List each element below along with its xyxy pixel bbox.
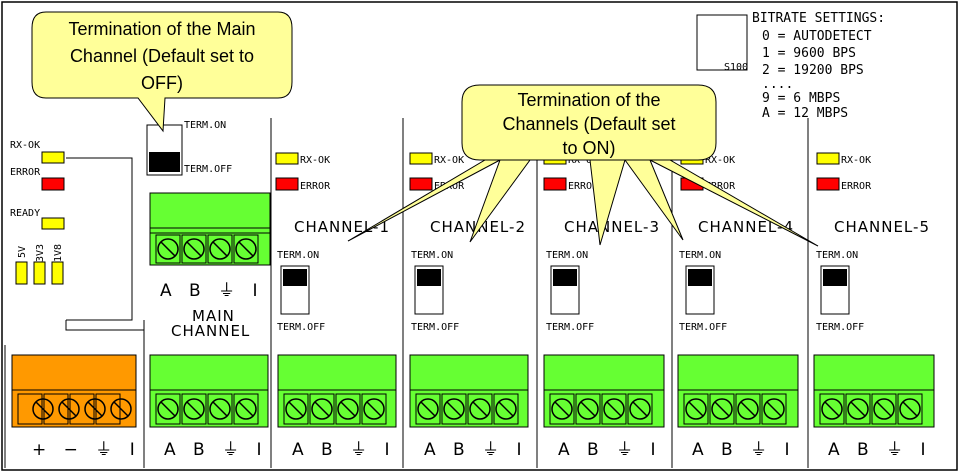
- bitrate-line: 9 = 6 MBPS: [762, 91, 840, 106]
- power-pin-labels: + − ⏚ I: [32, 440, 141, 460]
- bitrate-line: 0 = AUTODETECT: [762, 29, 872, 44]
- main-channel-title: CHANNEL: [171, 322, 250, 340]
- channel-2-terminal-block[interactable]: [409, 354, 529, 428]
- main-callout-line3: OFF): [141, 73, 183, 93]
- bitrate-rotary-switch[interactable]: [696, 14, 748, 71]
- main-term-on-label: TERM.ON: [184, 120, 226, 131]
- channel-1-error-label: ERROR: [300, 181, 331, 192]
- channel-3-term-off-label: TERM.OFF: [546, 322, 594, 333]
- voltage-1v8-led: [51, 261, 64, 285]
- channel-2-rx-ok-label: RX-OK: [434, 155, 464, 166]
- voltage-5v-label: 5V: [17, 246, 28, 258]
- channel-4-terminal-block[interactable]: [677, 354, 799, 428]
- channel-2-pin-labels: A B ⏚ I: [424, 440, 528, 460]
- channel-1-panel: RX-OK ERROR CHANNEL-1 TERM.ON TERM.OFF A…: [275, 152, 397, 460]
- voltage-3v3-led: [33, 261, 46, 285]
- channel-5-rx-ok-led: [816, 152, 840, 165]
- channel-1-term-on-label: TERM.ON: [277, 250, 319, 261]
- voltage-3v3-label: 3V3: [35, 244, 46, 262]
- main-pin-labels: A B ⏚ I: [160, 281, 264, 301]
- ready-label: READY: [10, 208, 40, 219]
- channel-4-rx-ok-label: RX-OK: [705, 155, 735, 166]
- channels-callout-line1: Termination of the: [517, 90, 660, 110]
- bitrate-line: A = 12 MBPS: [762, 106, 848, 121]
- bitrate-switch-label: S100: [724, 62, 748, 73]
- channel-4-term-on-label: TERM.ON: [679, 250, 721, 261]
- channel-4-pin-labels: A B ⏚ I: [692, 440, 796, 460]
- module-outline: [66, 157, 133, 321]
- channel-3-title: CHANNEL-3: [564, 218, 660, 236]
- rx-ok-led: [41, 151, 65, 164]
- main-termination-callout: Termination of the Main Channel (Default…: [31, 11, 293, 133]
- channel-2-term-on-label: TERM.ON: [411, 250, 453, 261]
- channel-1-title: CHANNEL-1: [294, 218, 390, 236]
- channel-4-error-label: ERROR: [705, 181, 736, 192]
- channel-4-title: CHANNEL-4: [698, 218, 794, 236]
- power-terminal-block[interactable]: [11, 354, 137, 428]
- main-bottom-terminal-block[interactable]: [149, 354, 269, 428]
- main-callout-line1: Termination of the Main: [68, 19, 255, 39]
- channel-1-term-off-label: TERM.OFF: [277, 322, 325, 333]
- main-switch-lever: [149, 152, 180, 172]
- channel-4-panel: RX-OK ERROR CHANNEL-4 TERM.ON TERM.OFF A…: [677, 152, 799, 460]
- channels-callout-line3: to ON): [562, 138, 615, 158]
- channels-callout-line2: Channels (Default set: [502, 114, 675, 134]
- voltage-5v-led: [15, 261, 28, 285]
- channel-3-terminal-block[interactable]: [543, 354, 665, 428]
- channel-5-error-led: [816, 177, 840, 191]
- channel-3-error-led: [543, 177, 567, 191]
- rx-ok-label: RX-OK: [10, 140, 40, 151]
- main-term-off-label: TERM.OFF: [184, 164, 232, 175]
- main-bottom-pin-labels: A B ⏚ I: [164, 440, 268, 460]
- channel-5-term-off-label: TERM.OFF: [816, 322, 864, 333]
- channel-1-rx-ok-led: [275, 152, 299, 165]
- channel-1-rx-ok-label: RX-OK: [300, 155, 330, 166]
- main-channel-title: MAIN: [192, 307, 235, 325]
- bitrate-line: 2 = 19200 BPS: [762, 63, 864, 78]
- bitrate-title: BITRATE SETTINGS:: [752, 11, 885, 26]
- channel-2-term-off-label: TERM.OFF: [411, 322, 459, 333]
- error-label: ERROR: [10, 167, 41, 178]
- module-outline: [65, 320, 144, 331]
- channel-1-pin-labels: A B ⏚ I: [292, 440, 396, 460]
- channels-termination-callout: Termination of the Channels (Default set…: [347, 84, 819, 247]
- channel-5-terminal-block[interactable]: [813, 354, 935, 428]
- ready-led: [41, 217, 65, 230]
- bitrate-line: 1 = 9600 BPS: [762, 46, 856, 61]
- channel-5-panel: RX-OK ERROR CHANNEL-5 TERM.ON TERM.OFF A…: [813, 152, 935, 460]
- channel-3-pin-labels: A B ⏚ I: [558, 440, 662, 460]
- channel-5-pin-labels: A B ⏚ I: [828, 440, 932, 460]
- main-callout-line2: Channel (Default set to: [70, 46, 254, 66]
- bitrate-line: ....: [762, 77, 793, 92]
- channel-2-rx-ok-led: [409, 152, 433, 165]
- channel-5-title: CHANNEL-5: [834, 218, 930, 236]
- channel-5-error-label: ERROR: [841, 181, 872, 192]
- channel-2-error-led: [409, 177, 433, 191]
- channel-3-term-on-label: TERM.ON: [546, 250, 588, 261]
- voltage-1v8-label: 1V8: [53, 244, 64, 262]
- channel-2-panel: RX-OK ERROR CHANNEL-2 TERM.ON TERM.OFF A…: [409, 152, 529, 460]
- channel-5-term-on-label: TERM.ON: [816, 250, 858, 261]
- error-led: [41, 177, 65, 191]
- channel-5-rx-ok-label: RX-OK: [841, 155, 871, 166]
- channel-3-error-label: ERROR: [568, 181, 599, 192]
- channel-1-error-led: [275, 177, 299, 191]
- channel-4-term-off-label: TERM.OFF: [679, 322, 727, 333]
- channel-1-terminal-block[interactable]: [277, 354, 397, 428]
